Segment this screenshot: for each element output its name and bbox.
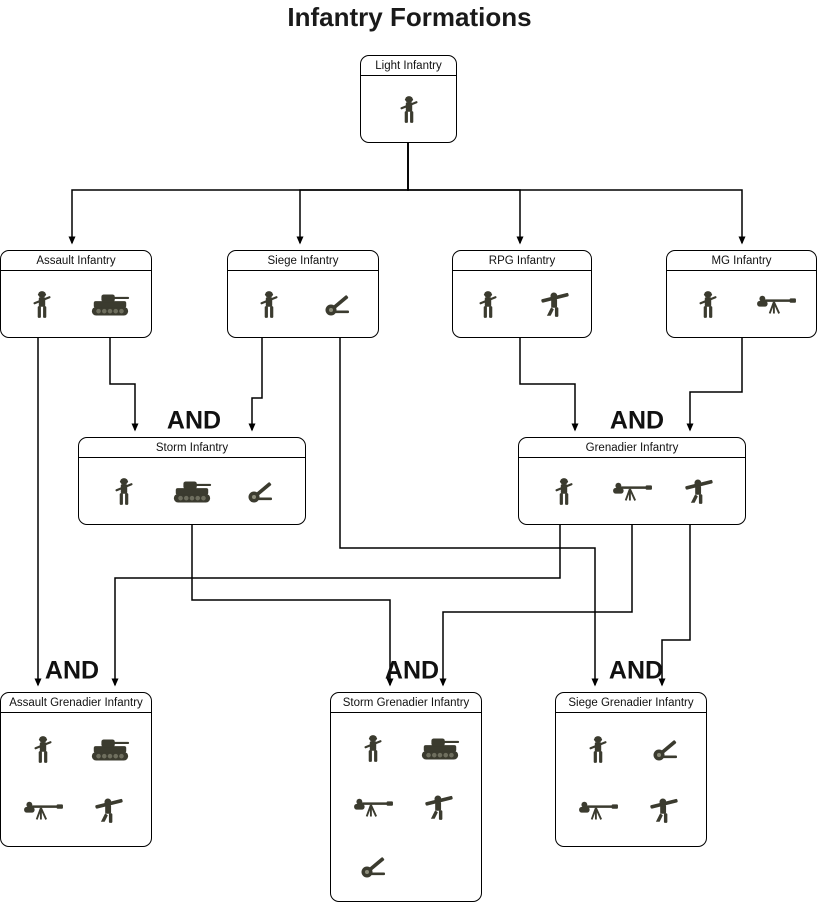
node-siege-infantry: Siege Infantry: [227, 250, 379, 338]
and-grenadier-infantry-label: AND: [609, 406, 665, 435]
node-title-grenadier-infantry: Grenadier Infantry: [519, 438, 745, 458]
and-storm-grenadier-label: AND: [384, 656, 440, 685]
node-title-assault-infantry: Assault Infantry: [1, 251, 151, 271]
node-siege-grenadier-infantry: Siege Grenadier Infantry: [555, 692, 707, 847]
node-assault-grenadier-infantry: Assault Grenadier Infantry: [0, 692, 152, 847]
node-title-siege-grenadier-infantry: Siege Grenadier Infantry: [556, 693, 706, 713]
node-title-storm-grenadier-infantry: Storm Grenadier Infantry: [331, 693, 481, 713]
and-assault-grenadier-label: AND: [44, 656, 100, 685]
node-title-rpg-infantry: RPG Infantry: [453, 251, 591, 271]
node-title-assault-grenadier-infantry: Assault Grenadier Infantry: [1, 693, 151, 713]
node-assault-infantry: Assault Infantry: [0, 250, 152, 338]
and-storm-infantry-label: AND: [166, 406, 222, 435]
and-siege-grenadier-label: AND: [608, 656, 664, 685]
node-grenadier-infantry: Grenadier Infantry: [518, 437, 746, 525]
node-light-infantry: Light Infantry: [360, 55, 457, 143]
node-storm-infantry: Storm Infantry: [78, 437, 306, 525]
node-storm-grenadier-infantry: Storm Grenadier Infantry: [330, 692, 482, 902]
node-title-siege-infantry: Siege Infantry: [228, 251, 378, 271]
node-title-mg-infantry: MG Infantry: [667, 251, 816, 271]
page-title: Infantry Formations: [287, 2, 532, 32]
node-mg-infantry: MG Infantry: [666, 250, 817, 338]
node-rpg-infantry: RPG Infantry: [452, 250, 592, 338]
node-title-light-infantry: Light Infantry: [361, 56, 456, 76]
node-title-storm-infantry: Storm Infantry: [79, 438, 305, 458]
